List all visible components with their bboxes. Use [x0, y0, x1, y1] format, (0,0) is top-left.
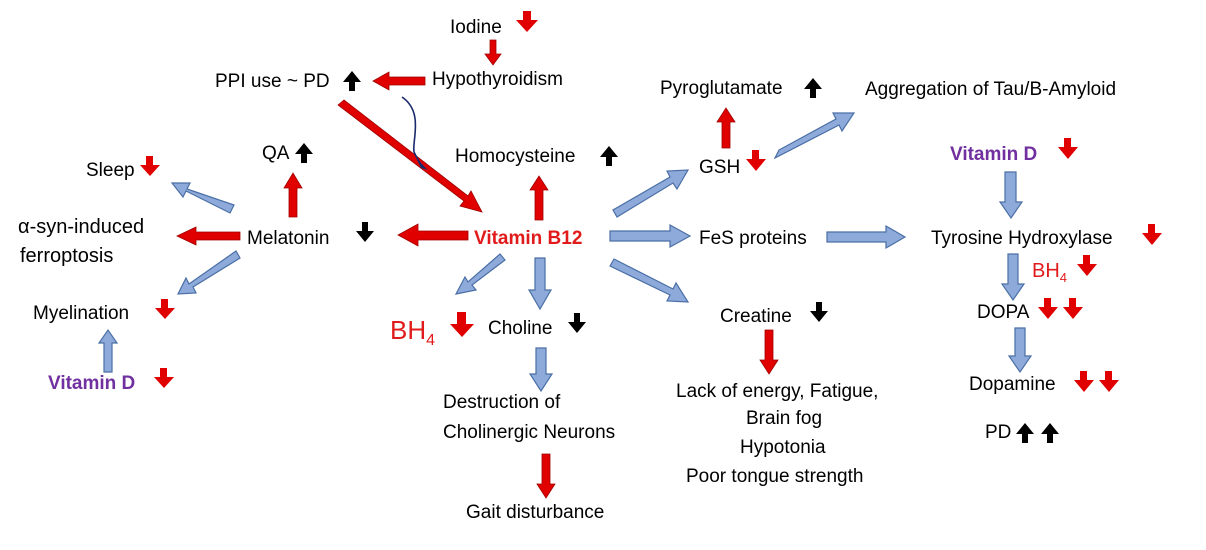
- node-fes: FeS proteins: [699, 228, 807, 249]
- pd-up-icon-2: [1041, 423, 1059, 443]
- pd-up-icon-1: [1016, 423, 1034, 443]
- sleep-down-icon: [140, 156, 160, 176]
- arrow-vitd-to-tyrosine: [998, 171, 1024, 220]
- myelination-down-icon: [155, 299, 175, 319]
- ppi-up-icon: [343, 71, 361, 91]
- blue-flow-arrows: [97, 112, 1033, 393]
- arrow-gsh-to-pyroglutamate: [716, 107, 736, 149]
- pyroglutamate-up-icon: [804, 78, 822, 98]
- homocysteine-up-icon: [600, 146, 618, 166]
- arrow-b12-to-creatine: [609, 258, 690, 303]
- node-iodine: Iodine: [450, 17, 502, 38]
- arrow-b12-to-choline: [527, 257, 553, 311]
- vitamin-d-right-down-icon: [1058, 138, 1078, 159]
- arrow-dopa-to-dopamine: [1007, 327, 1033, 374]
- node-myelination: Myelination: [33, 303, 129, 324]
- arrow-b12-to-homocysteine: [529, 175, 549, 221]
- tyrosine-down-icon: [1142, 224, 1162, 245]
- arrow-hypothyroidism-to-ppi: [372, 71, 426, 91]
- node-pyroglutamate: Pyroglutamate: [660, 78, 783, 99]
- node-energy-line4: Poor tongue strength: [686, 466, 863, 487]
- node-gsh: GSH: [699, 157, 740, 178]
- dopamine-down-icon-1: [1074, 371, 1094, 392]
- red-down-indicators: [140, 11, 1162, 392]
- node-destruction-line1: Destruction of: [443, 392, 561, 413]
- arrow-b12-to-fes: [609, 223, 692, 249]
- node-dopamine: Dopamine: [969, 374, 1056, 395]
- arrow-melatonin-to-sleep: [170, 182, 235, 214]
- node-aggregation: Aggregation of Tau/B-Amyloid: [865, 79, 1116, 100]
- node-creatine: Creatine: [720, 306, 792, 327]
- node-asyn-line1: α-syn-induced: [18, 216, 144, 238]
- arrow-melatonin-to-qa: [283, 172, 303, 218]
- node-choline: Choline: [488, 318, 552, 339]
- vitamin-d-left-down-icon: [154, 368, 174, 388]
- red-flow-arrows: [176, 39, 779, 499]
- node-destruction-line2: Cholinergic Neurons: [443, 422, 615, 443]
- node-melatonin: Melatonin: [247, 228, 329, 249]
- node-vitamin-d-right: Vitamin D: [950, 144, 1037, 165]
- qa-up-icon: [295, 143, 313, 163]
- arrow-b12-to-gsh: [612, 169, 690, 218]
- node-bh4-left: BH4: [390, 315, 435, 349]
- arrow-b12-to-bh4: [454, 253, 506, 295]
- node-ppi-pd: PPI use ~ PD: [215, 71, 330, 92]
- node-energy-line1: Lack of energy, Fatigue,: [676, 381, 878, 402]
- node-qa: QA: [262, 143, 290, 164]
- arrow-destruction-to-gait: [536, 453, 556, 499]
- node-homocysteine: Homocysteine: [455, 146, 575, 167]
- node-pd: PD: [985, 422, 1011, 443]
- arrow-fes-to-tyrosine: [826, 224, 907, 250]
- creatine-down-icon: [810, 302, 828, 322]
- arrow-ppi-to-b12: [337, 99, 483, 213]
- gsh-down-icon: [746, 150, 766, 171]
- bh4-left-down-icon: [450, 312, 474, 337]
- dopamine-down-icon-2: [1099, 371, 1119, 392]
- arrow-melatonin-to-myelination: [177, 250, 241, 295]
- arrow-vitd-to-myelination: [97, 328, 119, 373]
- dopa-down-icon-2: [1063, 298, 1083, 319]
- black-indicators: [295, 71, 1059, 443]
- curved-arrow-head: [417, 160, 428, 170]
- node-vitamin-d-left: Vitamin D: [48, 373, 135, 394]
- melatonin-down-icon: [356, 222, 374, 242]
- node-energy-line2: Brain fog: [746, 408, 822, 429]
- node-gait: Gait disturbance: [466, 502, 604, 523]
- bh4-right-down-icon: [1077, 255, 1097, 276]
- arrow-choline-to-destruction: [528, 347, 554, 393]
- choline-down-icon: [568, 313, 586, 333]
- arrow-tyrosine-to-dopa: [1000, 253, 1026, 302]
- node-dopa: DOPA: [977, 302, 1030, 323]
- node-hypothyroidism: Hypothyroidism: [432, 69, 563, 90]
- node-asyn-line2: ferroptosis: [20, 245, 113, 267]
- arrow-gsh-to-aggregation: [773, 112, 856, 160]
- dopa-down-icon-1: [1038, 298, 1058, 319]
- arrow-b12-to-melatonin: [397, 223, 469, 247]
- iodine-down-icon: [516, 11, 538, 32]
- node-sleep: Sleep: [86, 160, 135, 181]
- node-tyrosine: Tyrosine Hydroxylase: [931, 228, 1113, 249]
- arrow-creatine-to-energy: [759, 329, 779, 375]
- node-bh4-right: BH4: [1032, 260, 1067, 285]
- node-energy-line3: Hypotonia: [740, 437, 826, 458]
- arrow-melatonin-to-asyn: [176, 226, 241, 246]
- arrow-iodine-to-hypothyroidism: [484, 39, 502, 66]
- node-vitamin-b12: Vitamin B12: [474, 228, 582, 249]
